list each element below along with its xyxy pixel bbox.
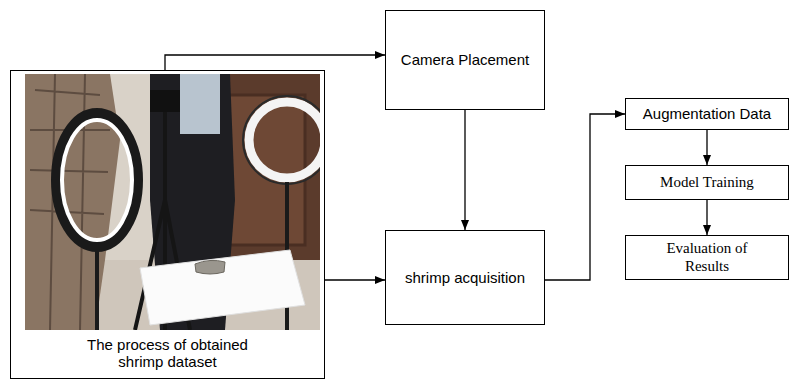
process-box: Model Training: [625, 165, 789, 200]
flow-arrow: [464, 110, 465, 230]
photo-scene: [25, 74, 320, 330]
box-label: Augmentation Data: [643, 105, 771, 122]
ring-light-right: [249, 102, 320, 178]
ring-light-rim: [243, 96, 320, 184]
ring-light-left: [57, 114, 137, 246]
box-label: Camera Placement: [401, 51, 529, 68]
room-wall: [25, 74, 320, 330]
caption-text: The process of obtained shrimp dataset: [68, 336, 268, 371]
camera: [150, 90, 180, 112]
bag: [180, 74, 220, 134]
flow-arrow: [325, 279, 385, 280]
process-box: Evaluation of Results: [625, 235, 789, 280]
shrimp: [195, 260, 225, 274]
white-table: [140, 250, 305, 325]
process-box: shrimp acquisition: [385, 230, 545, 325]
box-label: Evaluation of Results: [652, 240, 762, 275]
ring-light-glow: [62, 120, 132, 240]
light-stand: [95, 246, 99, 330]
flow-arrow: [545, 114, 625, 280]
process-box: Augmentation Data: [625, 98, 789, 130]
flow-arrow: [706, 130, 707, 165]
process-box: Camera Placement: [385, 10, 545, 110]
flow-arrow: [165, 55, 385, 70]
dataset-frame-box: The process of obtained shrimp dataset: [10, 70, 325, 379]
box-label: shrimp acquisition: [405, 269, 525, 286]
box-label: Model Training: [660, 174, 754, 191]
flow-arrow: [706, 200, 707, 235]
